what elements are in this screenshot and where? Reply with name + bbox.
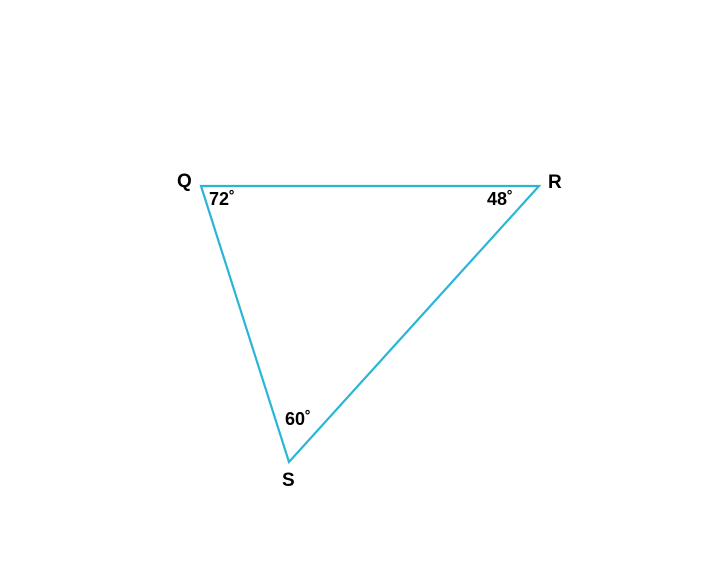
angle-label-q: 72˚: [209, 189, 235, 209]
angle-label-s: 60˚: [285, 409, 311, 429]
vertex-label-q: Q: [177, 171, 192, 192]
vertex-label-s: S: [282, 470, 295, 491]
angle-label-r: 48˚: [487, 189, 513, 209]
vertex-label-r: R: [548, 172, 562, 193]
triangle-qrs: [199, 184, 542, 465]
